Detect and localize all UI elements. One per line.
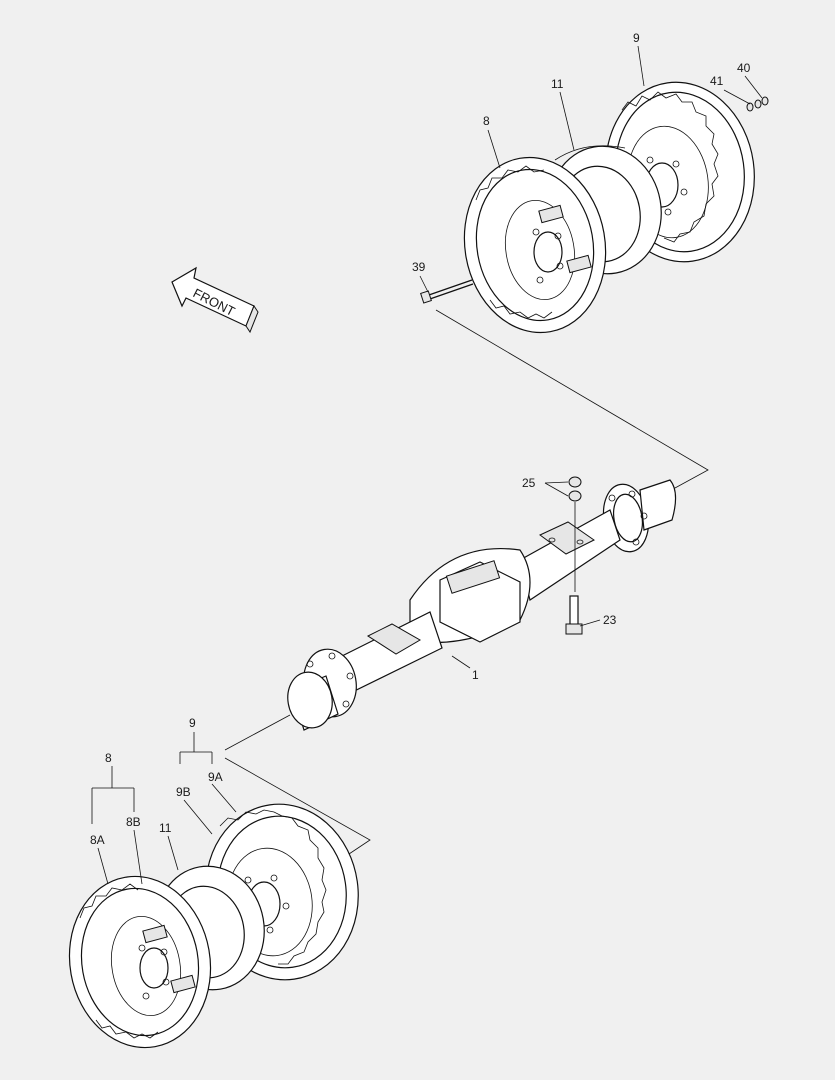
callout-11-bottom: 11 <box>159 821 172 835</box>
callout-8-top: 8 <box>483 114 490 128</box>
callout-8a: 8A <box>90 833 105 847</box>
callout-23: 23 <box>603 613 617 627</box>
callout-9b: 9B <box>176 785 191 799</box>
callout-40: 40 <box>737 61 751 75</box>
callout-39: 39 <box>412 260 426 274</box>
callout-25: 25 <box>522 476 536 490</box>
callout-leaders <box>91 45 763 885</box>
bottom-wheel-line <box>224 757 371 861</box>
top-hardware <box>746 96 769 112</box>
front-arrow-icon: FRONT <box>171 266 259 334</box>
bottom-assembly-line <box>224 714 291 751</box>
callout-41: 41 <box>710 74 724 88</box>
bottom-inner-wheel <box>68 875 212 1049</box>
top-inner-wheel <box>463 156 607 334</box>
callout-8-bottom: 8 <box>105 751 112 765</box>
bolt-23 <box>565 595 583 635</box>
callout-1: 1 <box>472 668 479 682</box>
stud-nuts <box>544 476 582 592</box>
callout-9-bottom: 9 <box>189 716 196 730</box>
axle-assembly <box>287 479 677 731</box>
top-inner-wheel-lugs <box>532 228 564 284</box>
callout-11-top: 11 <box>551 77 564 91</box>
top-bolt <box>420 279 474 304</box>
callout-8b: 8B <box>126 815 141 829</box>
bottom-inner-wheel-lugs <box>138 944 170 1000</box>
callout-9-top: 9 <box>633 31 640 45</box>
callout-9a: 9A <box>208 770 223 784</box>
top-assembly-line <box>435 309 709 495</box>
